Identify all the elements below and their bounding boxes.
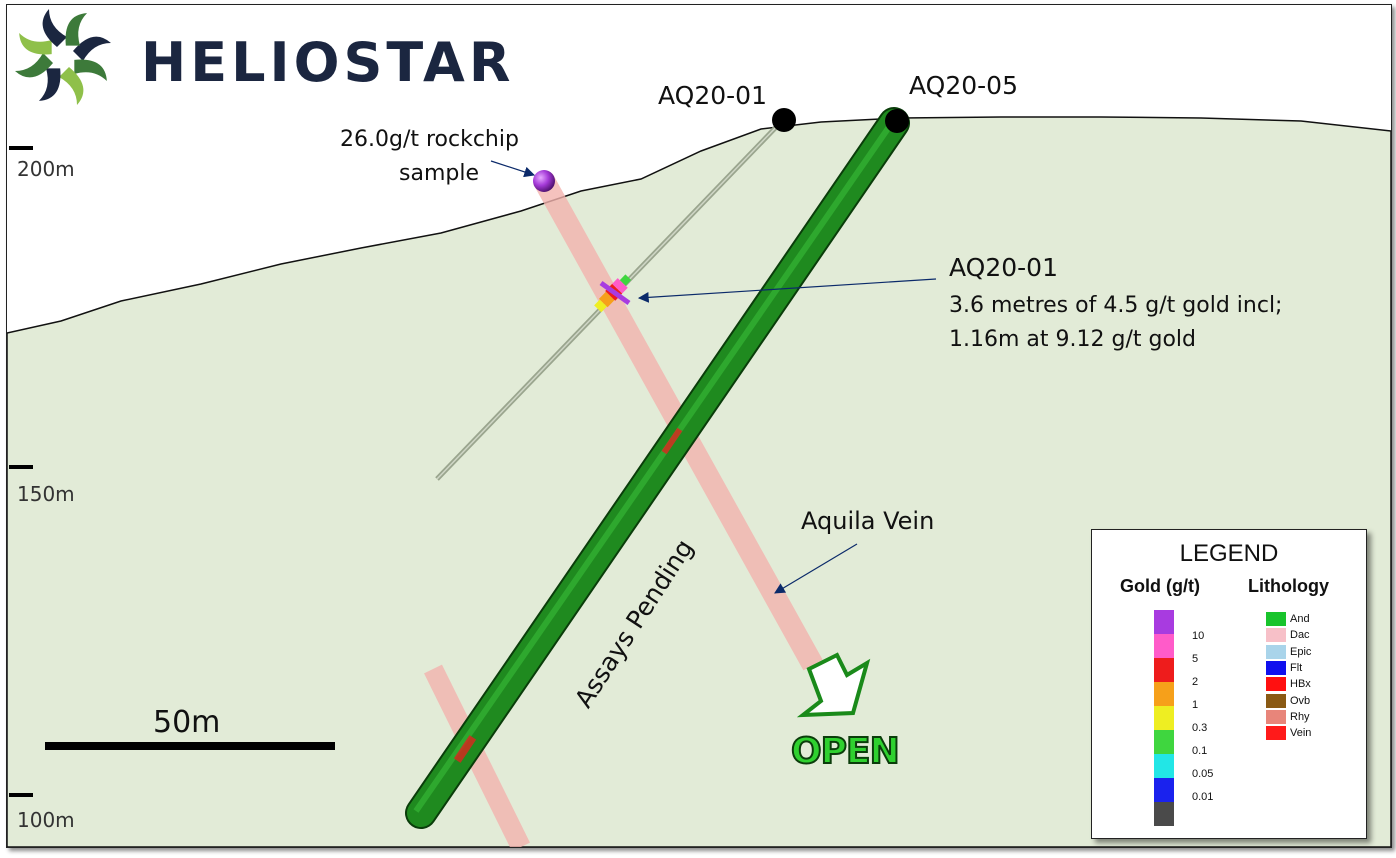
- legend-title: LEGEND: [1179, 540, 1279, 567]
- legend-gold-swatch: [1154, 754, 1174, 778]
- rockchip-sample-marker: [533, 170, 555, 192]
- legend-gold-swatch: [1154, 610, 1174, 634]
- legend-lithology-label: Vein: [1290, 727, 1312, 740]
- brand-name: HELIOSTAR: [141, 31, 515, 94]
- legend-gold-swatch: [1154, 634, 1174, 658]
- open-label: OPEN: [790, 730, 901, 773]
- legend-lithology-label: Flt: [1290, 661, 1303, 674]
- legend-gold-label: 0.3: [1192, 722, 1208, 734]
- elevation-200m: 200m: [17, 157, 75, 181]
- legend-lithology-label: Epic: [1290, 645, 1312, 658]
- legend-lithology-label: Dac: [1290, 629, 1310, 642]
- elevation-100m: 100m: [17, 808, 75, 832]
- legend-lithology-label: Ovb: [1290, 694, 1311, 707]
- legend-gold-label: 0.05: [1192, 768, 1214, 780]
- legend-lithology-label: And: [1290, 613, 1310, 625]
- cross-section-drawing: [7, 9, 1391, 847]
- legend-gold-label: 0.01: [1192, 791, 1214, 803]
- label-aq20-01: AQ20-01: [658, 81, 767, 110]
- legend-gold-swatch: [1154, 730, 1174, 754]
- legend-gold-swatch: [1154, 682, 1174, 706]
- legend-gold-label: 5: [1192, 653, 1199, 665]
- legend-lithology-swatch: [1266, 660, 1286, 675]
- legend-gold-swatch: [1154, 802, 1174, 826]
- rockchip-label-line2: sample: [399, 161, 479, 186]
- legend-lithology-swatch: [1266, 726, 1286, 741]
- legend-gold-header: Gold (g/t): [1120, 576, 1200, 596]
- legend-panel: LEGEND Gold (g/t) Lithology 10 5 2 1 0.3 0.1 0…: [1091, 529, 1367, 839]
- vein-arrow: [774, 543, 858, 594]
- intercept-arrow: [637, 278, 937, 303]
- label-aq20-05: AQ20-05: [909, 71, 1018, 100]
- intercept-title: AQ20-01: [949, 253, 1058, 282]
- legend-lithology-swatch: [1266, 693, 1286, 708]
- legend-lithology-label: Rhy: [1290, 710, 1310, 723]
- logo-petal: [74, 59, 107, 82]
- scale-bar-label: 50m: [153, 705, 221, 740]
- intercept-line1: 3.6 metres of 4.5 g/t gold incl;: [949, 293, 1283, 318]
- legend-gold-label: 1: [1192, 699, 1199, 711]
- legend-lithology-swatch: [1266, 628, 1286, 643]
- open-arrow-icon: [796, 652, 871, 718]
- logo-petal: [42, 9, 67, 47]
- vein-crossing-upper: [661, 427, 683, 455]
- legend-lithology-swatch: [1266, 644, 1286, 659]
- vein-crossing-lower: [453, 735, 477, 763]
- elevation-150m: 150m: [17, 482, 75, 506]
- legend-lithology-header: Lithology: [1248, 576, 1329, 596]
- legend-lithology-swatch: [1266, 612, 1286, 626]
- logo-petal: [65, 13, 88, 46]
- rockchip-arrow: [490, 160, 536, 178]
- collar-aq20-01: [772, 108, 796, 132]
- rockchip-label-line1: 26.0g/t rockchip: [340, 127, 519, 152]
- logo-petal: [15, 53, 53, 78]
- legend-gold-swatch: [1154, 658, 1174, 682]
- heliostar-logo-icon: [15, 9, 111, 105]
- legend-lithology-label: HBx: [1290, 678, 1311, 691]
- logo-petal: [19, 32, 52, 55]
- legend-gold-label: 2: [1192, 676, 1199, 688]
- legend-lithology-swatch: [1266, 677, 1286, 692]
- legend-gold-label: 10: [1192, 630, 1205, 642]
- cross-section-figure: HELIOSTAR 200m 150m 100m AQ20-01 AQ20-05…: [6, 4, 1392, 848]
- intercept-line2: 1.16m at 9.12 g/t gold: [949, 327, 1196, 352]
- legend-gold-swatch: [1154, 706, 1174, 730]
- logo-petal: [38, 68, 61, 101]
- logo-petal: [59, 67, 84, 105]
- collar-aq20-05: [885, 109, 909, 133]
- legend-gold-label: 0.1: [1192, 745, 1208, 757]
- vein-label: Aquila Vein: [801, 507, 935, 535]
- legend-lithology-swatch: [1266, 709, 1286, 724]
- legend-gold-swatch: [1154, 778, 1174, 802]
- logo-petal: [73, 36, 111, 61]
